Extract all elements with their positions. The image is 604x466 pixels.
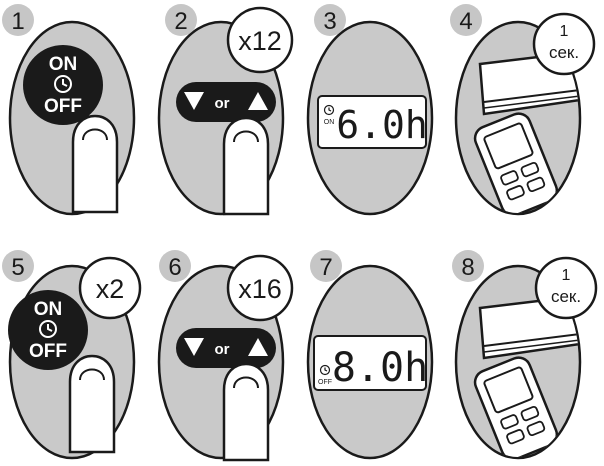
step-number: 6: [168, 254, 181, 281]
timer-mode-label: OFF: [318, 379, 332, 386]
step-number: 2: [174, 8, 187, 35]
step-1: 1 ON OFF: [2, 4, 134, 214]
step-number: 4: [459, 8, 472, 35]
timer-display: ON 6.0h: [318, 96, 428, 148]
button-off-label: OFF: [44, 96, 82, 117]
up-down-button[interactable]: or: [176, 82, 276, 122]
step-4: 4 1 сек.: [450, 4, 594, 219]
press-count: x2: [96, 274, 125, 304]
step-number: 5: [11, 254, 24, 281]
step-8: 8 1 сек.: [452, 250, 596, 463]
step-5: 5 ON OFF x2: [2, 250, 140, 458]
up-down-button[interactable]: or: [176, 328, 276, 368]
step-number: 7: [319, 254, 332, 281]
duration-unit: сек.: [551, 287, 581, 306]
or-label: or: [215, 95, 230, 112]
finger-icon: [73, 116, 117, 212]
press-count: x16: [238, 274, 282, 304]
step-3: 3 ON 6.0h: [308, 4, 432, 214]
finger-icon: [224, 364, 268, 460]
duration-number: 1: [560, 23, 569, 40]
button-on-label: ON: [34, 299, 63, 320]
step-7: 7 OFF 8.0h: [308, 250, 432, 458]
button-on-label: ON: [49, 54, 78, 75]
timer-display: OFF 8.0h: [314, 336, 428, 391]
or-label: or: [215, 341, 230, 358]
timer-mode-label: ON: [324, 119, 335, 126]
step-number: 8: [461, 254, 474, 281]
duration-unit: сек.: [549, 43, 579, 62]
step-number: 3: [323, 8, 336, 35]
press-count: x12: [238, 26, 282, 56]
step-2: 2 x12 or: [159, 4, 292, 214]
timer-value: 6.0h: [336, 103, 428, 147]
step-6: 6 x16 or: [159, 250, 292, 460]
duration-number: 1: [562, 267, 571, 284]
finger-icon: [224, 118, 268, 214]
timer-value: 8.0h: [332, 345, 428, 391]
step-number: 1: [11, 8, 24, 35]
button-off-label: OFF: [29, 341, 67, 362]
finger-icon: [70, 356, 114, 452]
on-off-button[interactable]: ON OFF: [8, 290, 88, 370]
on-off-button[interactable]: ON OFF: [23, 45, 103, 125]
